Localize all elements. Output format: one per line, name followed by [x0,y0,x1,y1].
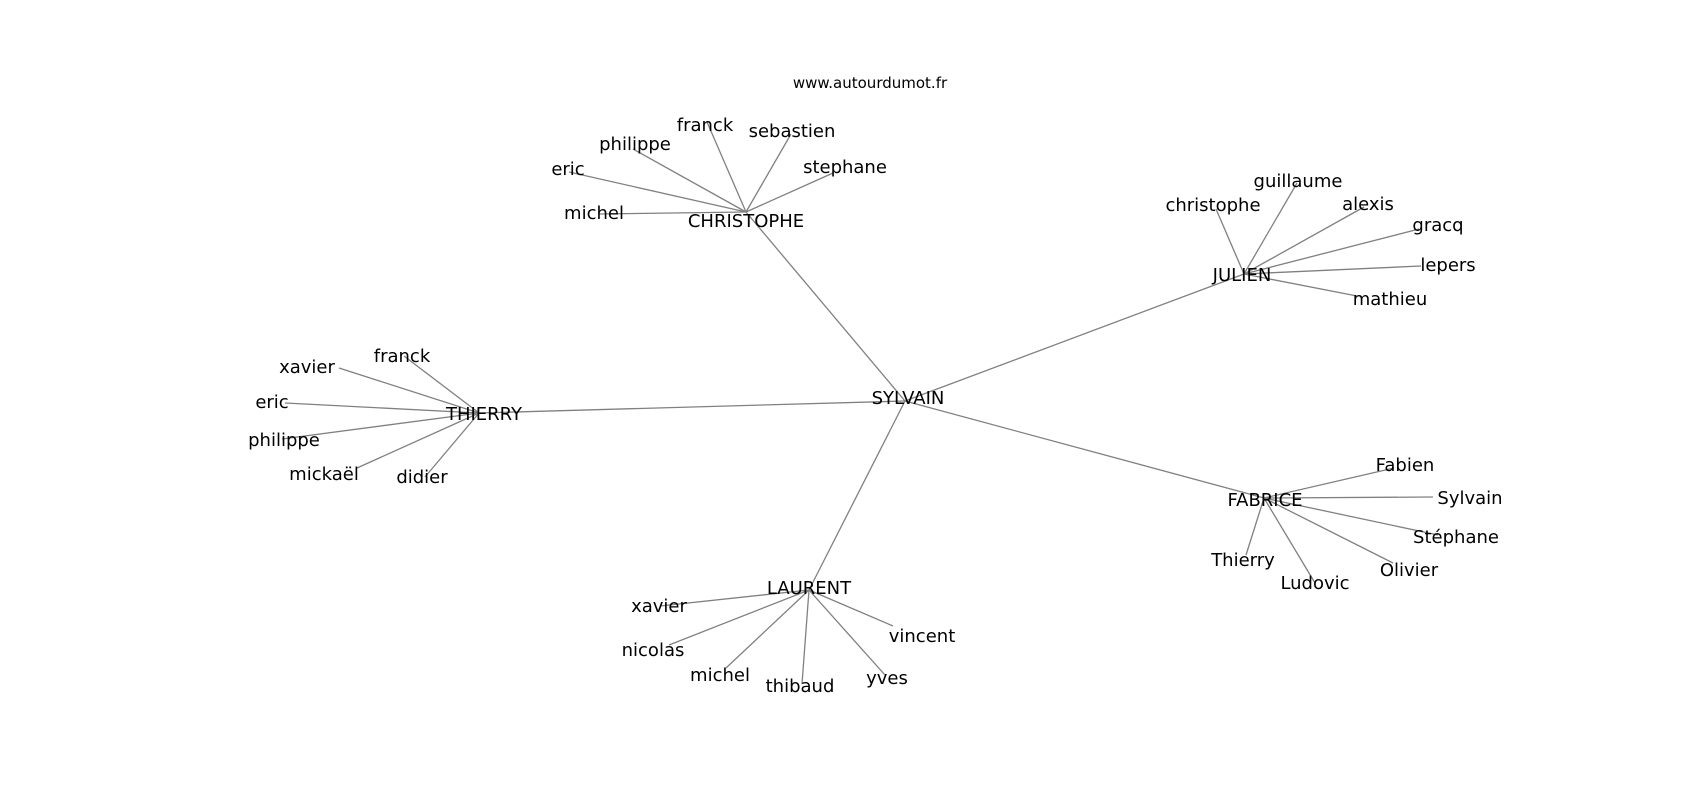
edge-hub-to-leaf [1263,497,1439,536]
edge-hub-to-leaf [284,402,480,414]
edge-hub-to-leaf [1215,208,1245,275]
leaf-node-label: stephane [803,157,887,178]
leaf-node-label: guillaume [1254,171,1343,192]
edge-hub-to-leaf [1263,496,1434,499]
leaf-node-label: Sylvain [1437,488,1502,509]
edge-hub-to-leaf [424,412,480,478]
edge-hub-to-leaf [1245,497,1265,556]
edge-hub-to-leaf [568,171,747,213]
leaf-node-label: Ludovic [1280,573,1349,594]
leaf-node-label: christophe [1165,195,1260,216]
edge-hub-to-leaf [1263,467,1395,499]
leaf-node-label: michel [564,203,624,224]
leaf-node-label: Fabien [1376,455,1435,476]
graph-labels: SYLVAIN CHRISTOPHE franck sebastien philippe… [248,115,1502,697]
leaf-node-label: franck [374,346,431,367]
edge-center-to-hub [745,211,906,402]
edge-center-to-hub [478,400,906,414]
edge-hub-to-leaf [1243,182,1298,275]
edge-hub-to-leaf [632,148,747,213]
edge-hub-to-leaf [403,355,480,414]
leaf-node-label: eric [255,392,288,413]
leaf-node-label: xavier [631,596,687,617]
leaf-node-label: eric [551,159,584,180]
leaf-node-label: mickaël [289,464,359,485]
edge-hub-to-leaf [1263,497,1394,564]
edge-hub-to-leaf [745,172,834,213]
leaf-node-label: franck [677,115,734,136]
hub-node-label: FABRICE [1227,490,1302,511]
center-node-label: SYLVAIN [872,388,945,409]
leaf-node-label: yves [866,668,908,689]
leaf-node-label: michel [690,665,750,686]
leaf-node-label: Olivier [1380,560,1439,581]
hub-node-label: JULIEN [1212,265,1272,286]
edge-hub-to-leaf [725,589,810,669]
leaf-node-label: sebastien [749,121,836,142]
edge-hub-to-leaf [598,211,747,215]
leaf-node-label: xavier [279,357,335,378]
edge-hub-to-leaf [338,367,480,414]
edge-center-to-hub [808,400,906,591]
graph-edges [281,121,1439,685]
leaf-node-label: philippe [599,134,671,155]
leaf-node-label: mathieu [1353,289,1428,310]
leaf-node-label: alexis [1342,194,1394,215]
edge-hub-to-leaf [1243,273,1358,297]
hub-node-label: CHRISTOPHE [688,211,804,232]
watermark-text: www.autourdumot.fr [793,74,948,92]
edge-hub-to-leaf [808,589,894,627]
leaf-node-label: Stéphane [1413,527,1499,548]
leaf-node-label: nicolas [622,640,685,661]
edge-hub-to-leaf [356,412,480,469]
edge-hub-to-leaf [1243,265,1422,275]
edge-hub-to-leaf [668,589,810,646]
edge-hub-to-leaf [281,412,480,440]
hub-node-label: LAURENT [767,578,852,599]
edge-hub-to-leaf [706,121,747,213]
edge-hub-to-leaf [808,589,886,676]
leaf-node-label: didier [396,467,448,488]
edge-hub-to-leaf [801,589,810,685]
hub-node-label: THIERRY [445,404,523,425]
leaf-node-label: thibaud [766,676,835,697]
edge-hub-to-leaf [745,133,792,213]
edge-hub-to-leaf [1243,228,1420,275]
edge-center-to-hub [904,400,1265,499]
leaf-node-label: lepers [1420,255,1475,276]
edge-hub-to-leaf [1243,206,1365,275]
leaf-node-label: Thierry [1210,550,1275,571]
edge-hub-to-leaf [659,589,810,607]
leaf-node-label: philippe [248,430,320,451]
edge-center-to-hub [904,273,1245,402]
edge-hub-to-leaf [1263,497,1316,584]
leaf-node-label: vincent [889,626,956,647]
leaf-node-label: gracq [1412,215,1463,236]
